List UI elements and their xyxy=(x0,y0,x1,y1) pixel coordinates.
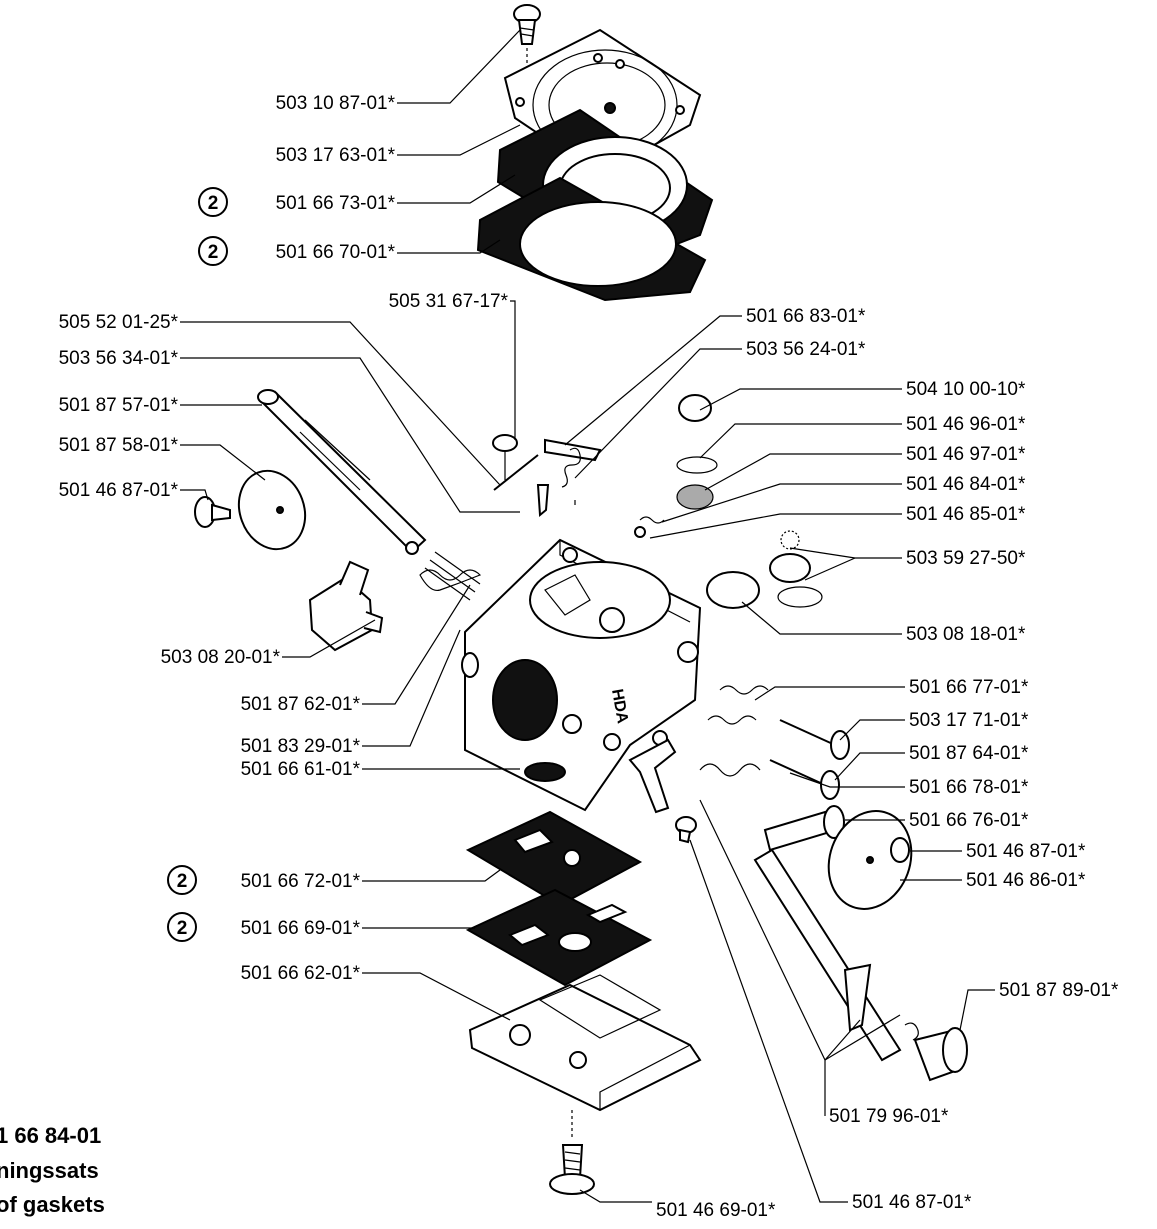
part-label: 501 87 58-01* xyxy=(59,435,179,456)
part-label: 503 08 20-01* xyxy=(161,647,281,668)
part-label: 501 66 73-01* xyxy=(276,193,396,214)
part-label: 501 46 85-01* xyxy=(906,504,1026,525)
throttle-screw xyxy=(194,496,231,528)
leader-lines xyxy=(180,29,995,1203)
ref-marker-2: 2 xyxy=(208,242,219,263)
part-label: 501 66 83-01* xyxy=(746,306,866,327)
ref-marker-3: 2 xyxy=(177,871,188,892)
part-label: 503 56 24-01* xyxy=(746,339,866,360)
metering-diaphragm xyxy=(524,762,566,782)
throttle-valve-disc xyxy=(237,469,307,551)
part-label: 501 66 78-01* xyxy=(909,777,1029,798)
metering-lever xyxy=(628,738,697,844)
kit-note-line-3: of gaskets xyxy=(0,1192,105,1217)
reference-markers: 2 2 2 2 xyxy=(167,187,228,942)
part-label: 501 46 69-01* xyxy=(656,1200,776,1221)
ref-marker-4: 2 xyxy=(177,918,188,939)
part-label: 501 87 62-01* xyxy=(241,694,361,715)
part-label: 501 87 64-01* xyxy=(909,743,1029,764)
filter-parts xyxy=(634,394,823,609)
kit-note-line-1: 1 66 84-01 xyxy=(0,1123,101,1148)
part-label: 501 66 77-01* xyxy=(909,677,1029,698)
part-label: 501 46 87-01* xyxy=(59,480,179,501)
part-label: 501 66 72-01* xyxy=(241,871,361,892)
part-label: 501 66 61-01* xyxy=(241,759,361,780)
part-label: 503 17 63-01* xyxy=(276,145,396,166)
part-label: 503 08 18-01* xyxy=(906,624,1026,645)
part-label: 501 46 86-01* xyxy=(966,870,1086,891)
part-label: 501 87 57-01* xyxy=(59,395,179,416)
throttle-shaft xyxy=(257,389,427,555)
ref-marker-1: 2 xyxy=(208,193,219,214)
part-label: 501 66 62-01* xyxy=(241,963,361,984)
part-label: 501 46 97-01* xyxy=(906,444,1026,465)
kit-note: 1 66 84-01 ningssats of gaskets xyxy=(0,1123,105,1217)
part-label: 503 10 87-01* xyxy=(276,93,396,114)
part-label: 503 17 71-01* xyxy=(909,710,1029,731)
gasket-66-72 xyxy=(465,810,643,907)
part-label: 501 66 69-01* xyxy=(241,918,361,939)
part-label: 501 79 96-01* xyxy=(829,1106,949,1127)
top-screw xyxy=(513,4,541,110)
bottom-cover xyxy=(468,974,702,1112)
part-label: 501 87 89-01* xyxy=(999,980,1119,1001)
part-label: 501 46 84-01* xyxy=(906,474,1026,495)
part-number-labels: 503 10 87-01* 503 17 63-01* 501 66 73-01… xyxy=(59,93,1119,1221)
part-label: 501 83 29-01* xyxy=(241,736,361,757)
gasket-66-69 xyxy=(465,888,653,987)
throttle-spring xyxy=(419,551,482,601)
part-label: 505 31 67-17* xyxy=(389,291,509,312)
part-label: 503 59 27-50* xyxy=(906,548,1026,569)
inlet-needle-assembly xyxy=(492,434,602,518)
part-label: 504 10 00-10* xyxy=(906,379,1026,400)
part-label: 501 46 96-01* xyxy=(906,414,1026,435)
part-label: 501 46 87-01* xyxy=(852,1192,972,1213)
carburetor-body: HDA xyxy=(461,538,702,812)
choke-shaft xyxy=(753,810,968,1082)
part-label: 501 46 87-01* xyxy=(966,841,1086,862)
kit-note-line-2: ningssats xyxy=(0,1158,99,1183)
part-label: 501 66 70-01* xyxy=(276,242,396,263)
bottom-screw xyxy=(549,1110,595,1195)
fuel-fitting xyxy=(308,560,384,652)
adjusting-screws xyxy=(699,685,850,852)
part-label: 503 56 34-01* xyxy=(59,348,179,369)
part-label: 501 66 76-01* xyxy=(909,810,1029,831)
parts-drawing: HDA xyxy=(194,4,968,1195)
svg-text:HDA: HDA xyxy=(608,688,631,726)
gasket-66-70 xyxy=(476,176,707,302)
part-label: 505 52 01-25* xyxy=(59,312,179,333)
